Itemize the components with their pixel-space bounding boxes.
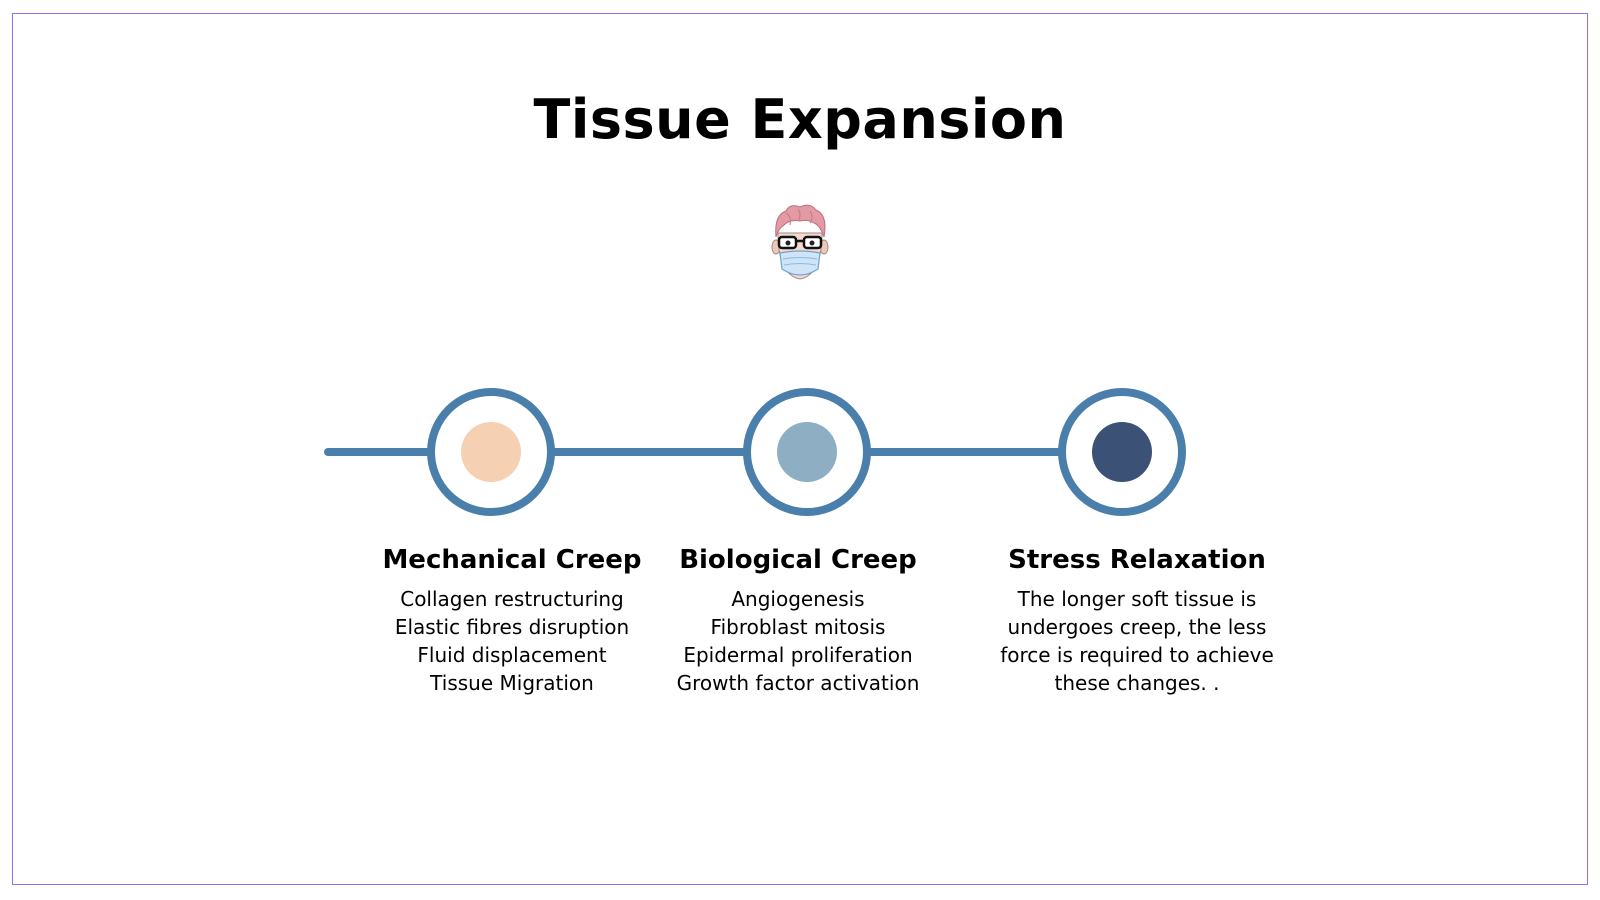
step-title: Biological Creep bbox=[679, 545, 917, 575]
timeline-node-2 bbox=[743, 388, 871, 516]
step-line: Angiogenesis bbox=[731, 587, 865, 611]
doctor-avatar-icon bbox=[771, 204, 829, 280]
step-stress-relaxation: Stress Relaxation The longer soft tissue… bbox=[987, 545, 1287, 697]
step-title: Mechanical Creep bbox=[382, 545, 642, 575]
step-biological-creep: Biological Creep Angiogenesis Fibroblast… bbox=[648, 545, 948, 697]
step-line: Fibroblast mitosis bbox=[710, 615, 886, 639]
node-dot-3 bbox=[1092, 422, 1152, 482]
slide-frame bbox=[12, 13, 1588, 885]
step-line: these changes. . bbox=[1054, 671, 1220, 695]
step-line: Fluid displacement bbox=[417, 643, 607, 667]
step-line: undergoes creep, the less bbox=[1007, 615, 1267, 639]
step-line: Elastic fibres disruption bbox=[394, 615, 630, 639]
step-line: force is required to achieve bbox=[1000, 643, 1274, 667]
step-line: Growth factor activation bbox=[676, 671, 920, 695]
step-line: Epidermal proliferation bbox=[683, 643, 913, 667]
node-dot-1 bbox=[461, 422, 521, 482]
page-title: Tissue Expansion bbox=[533, 88, 1067, 151]
step-line: Collagen restructuring bbox=[400, 587, 624, 611]
step-line: Tissue Migration bbox=[430, 671, 594, 695]
node-dot-2 bbox=[777, 422, 837, 482]
step-mechanical-creep: Mechanical Creep Collagen restructuring … bbox=[362, 545, 662, 697]
step-title: Stress Relaxation bbox=[1008, 545, 1266, 575]
timeline-node-3 bbox=[1058, 388, 1186, 516]
timeline-node-1 bbox=[427, 388, 555, 516]
step-line: The longer soft tissue is bbox=[1017, 587, 1257, 611]
